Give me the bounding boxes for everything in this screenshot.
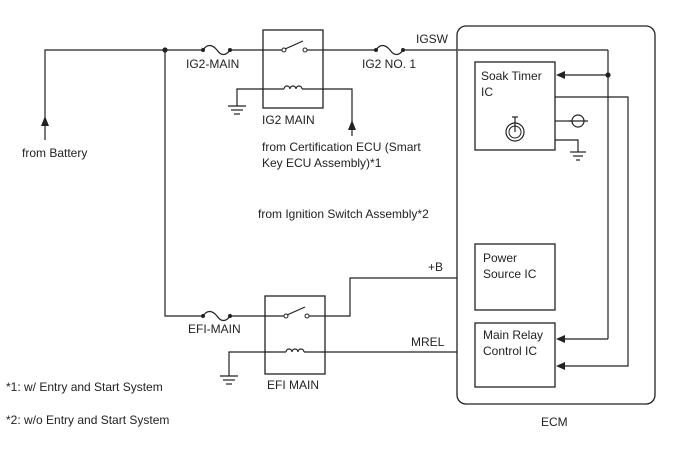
cert-ecu-arrow-icon	[348, 120, 356, 130]
main-relay-label-line2: Control IC	[483, 344, 537, 358]
mrel-label: MREL	[411, 335, 445, 349]
cert-ecu-label-line2: Key ECU Assembly)*1	[262, 156, 382, 170]
soak-timer-power-icon	[555, 114, 588, 128]
soak-timer-ground-icon	[555, 139, 586, 161]
from-battery-label: from Battery	[22, 146, 87, 160]
ig2-no1-fuse	[323, 44, 458, 56]
main-relay-control-ic-block	[474, 322, 556, 388]
efi-main-relay	[264, 295, 326, 375]
efi-main-relay-label: EFI MAIN	[267, 378, 319, 392]
timer-clock-icon	[505, 116, 525, 142]
efi-ground-icon	[220, 351, 265, 385]
power-source-label-line1: Power	[483, 251, 517, 265]
power-source-label-line2: Source IC	[483, 267, 537, 281]
ig2-main-fuse	[165, 44, 263, 56]
power-source-ic-block	[474, 243, 556, 311]
ign-switch-label: from Ignition Switch Assembly*2	[258, 207, 429, 221]
efi-main-fuse-label: EFI-MAIN	[188, 322, 241, 336]
plus-b-wire	[325, 277, 475, 317]
efi-coil-icon	[285, 348, 305, 353]
cert-ecu-wire	[323, 88, 356, 136]
ecm-label: ECM	[541, 415, 568, 429]
footnote-2: *2: w/o Entry and Start System	[6, 413, 169, 427]
soak-timer-label-line2: IC	[481, 85, 493, 99]
main-relay-label-line1: Main Relay	[483, 328, 543, 342]
ig2-no1-fuse-label: IG2 NO. 1	[362, 57, 416, 71]
ig2-main-relay-label: IG2 MAIN	[262, 113, 315, 127]
igsw-internal-wiring	[458, 49, 611, 343]
battery-arrow-icon	[41, 116, 49, 126]
ig2-coil-icon	[283, 85, 303, 90]
footnote-1: *1: w/ Entry and Start System	[6, 380, 163, 394]
battery-wire	[41, 49, 165, 140]
ig2-ground-icon	[228, 88, 263, 115]
efi-main-fuse	[201, 310, 265, 322]
soak-timer-output-wiring	[555, 96, 629, 370]
igsw-label: IGSW	[416, 32, 449, 46]
plus-b-label: +B	[428, 260, 443, 274]
ig2-main-fuse-label: IG2-MAIN	[186, 57, 239, 71]
efi-feed-wire	[164, 50, 203, 317]
soak-timer-label-line1: Soak Timer	[481, 69, 542, 83]
ig2-main-relay	[262, 29, 324, 109]
cert-ecu-label-line1: from Certification ECU (Smart	[262, 140, 421, 154]
soak-timer-ic-block	[474, 61, 556, 151]
